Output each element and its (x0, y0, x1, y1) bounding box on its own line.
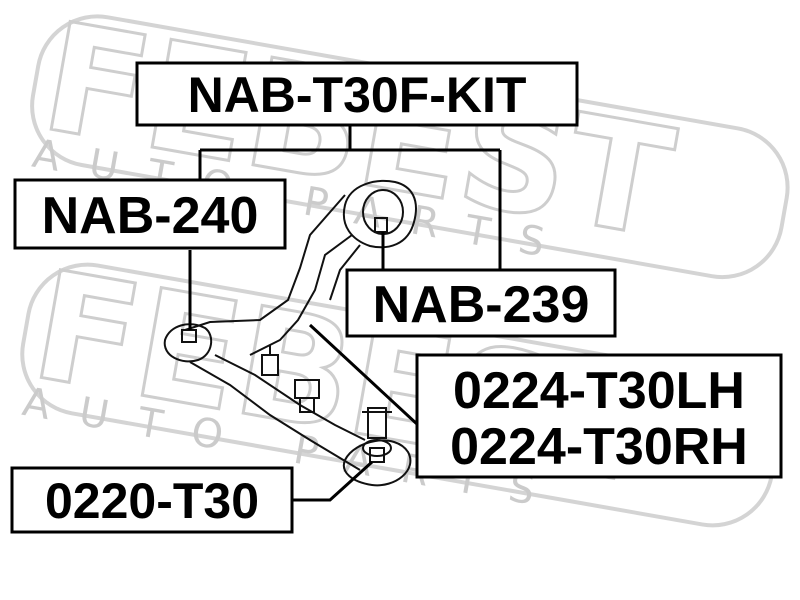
arm-label-box[interactable]: 0224-T30LH 0224-T30RH (415, 353, 783, 479)
kit-label-box[interactable]: NAB-T30F-KIT (135, 61, 579, 127)
nab239-label: NAB-239 (373, 276, 590, 334)
ball-joint-leader (290, 460, 374, 502)
ball-joint-label: 0220-T30 (45, 473, 259, 529)
arm-leader (308, 323, 420, 427)
nab239-label-box[interactable]: NAB-239 (345, 268, 617, 338)
nab240-label-box[interactable]: NAB-240 (13, 178, 287, 250)
arm-rh-label: 0224-T30RH (450, 418, 748, 476)
arm-lh-label: 0224-T30LH (453, 362, 745, 420)
nab240-label: NAB-240 (42, 187, 259, 245)
kit-label: NAB-T30F-KIT (188, 67, 527, 123)
leader-lines (188, 125, 502, 502)
lower-control-arm-icon (163, 179, 417, 487)
ball-joint-label-box[interactable]: 0220-T30 (10, 466, 294, 534)
